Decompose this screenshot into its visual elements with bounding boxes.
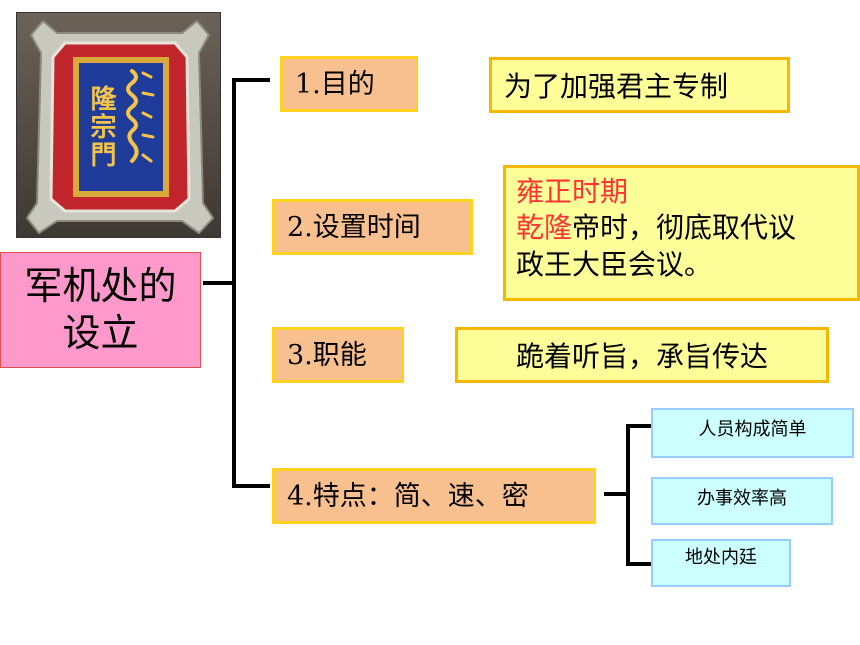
item-function-label: 职能 (312, 339, 367, 371)
purpose-desc-box: 为了加强君主专制 (489, 57, 790, 113)
item-features-box: 4.特点：简、速、密 (272, 468, 596, 524)
main-bracket-vertical (232, 78, 236, 488)
feature-box-location: 地处内廷 (651, 539, 791, 587)
bracket-arm-1 (232, 78, 270, 82)
features-arm-top (626, 424, 652, 428)
time-desc-box: 雍正时期 乾隆帝时，彻底取代议 政王大臣会议。 (503, 165, 860, 301)
item-purpose-box: 1.目的 (280, 56, 418, 112)
time-desc-yongzheng: 雍正时期 (516, 175, 629, 208)
item-time-box: 2.设置时间 (272, 199, 473, 255)
root-connector (203, 281, 233, 285)
feature-location: 地处内廷 (685, 547, 757, 568)
item-function-number: 3. (287, 339, 313, 371)
gate-placard-photo-icon: 隆宗門 (17, 13, 220, 237)
feature-personnel: 人员构成简单 (698, 419, 807, 440)
time-desc-line2: 帝时，彻底取代议 (572, 211, 797, 245)
item-features-label: 特点：简、速、密 (312, 480, 529, 512)
item-features-number: 4. (287, 480, 313, 512)
function-desc-box: 跪着听旨，承旨传达 (455, 327, 829, 383)
feature-box-personnel: 人员构成简单 (651, 408, 854, 458)
feature-efficiency: 办事效率高 (697, 488, 787, 509)
item-function-box: 3.职能 (272, 327, 404, 383)
gate-placard-photo: 隆宗門 (16, 12, 221, 238)
time-desc-line3: 政王大臣会议。 (516, 247, 713, 281)
purpose-desc: 为了加强君主专制 (504, 70, 729, 103)
features-arm-bottom (626, 562, 652, 566)
feature-box-efficiency: 办事效率高 (651, 477, 833, 525)
bracket-arm-4 (232, 484, 270, 488)
item-time-number: 2. (287, 211, 313, 243)
features-bracket-vertical (626, 424, 630, 566)
function-desc: 跪着听旨，承旨传达 (515, 340, 768, 373)
features-connector (604, 492, 628, 496)
time-desc-qianlong: 乾隆 (516, 211, 573, 245)
item-purpose-label: 目的 (320, 68, 375, 100)
item-time-label: 设置时间 (312, 211, 421, 243)
root-line2: 设立 (62, 311, 139, 355)
root-concept-box: 军机处的 设立 (0, 252, 201, 368)
item-purpose-number: 1. (295, 68, 321, 100)
root-line1: 军机处的 (24, 263, 177, 308)
placard-text: 隆宗門 (86, 85, 116, 169)
